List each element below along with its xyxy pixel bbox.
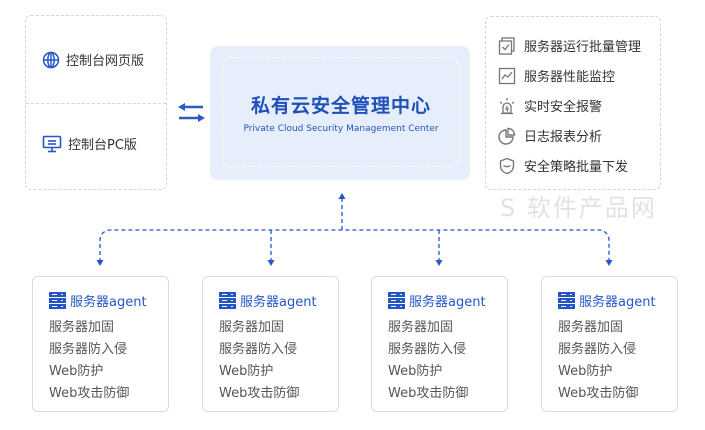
agent-title: 服务器agent bbox=[219, 291, 317, 310]
agent-feature: 服务器防入侵 bbox=[219, 342, 298, 357]
server-icon bbox=[388, 292, 405, 309]
agent-feature: Web防护 bbox=[49, 364, 104, 379]
arrow-down-icon bbox=[435, 260, 443, 266]
checklist-icon bbox=[498, 36, 515, 55]
feature-panel: 服务器运行批量管理 服务器性能监控 实时安全报警 日志报表分析 安全策略批量下发 bbox=[485, 16, 661, 190]
agent-title-label: 服务器agent bbox=[70, 295, 147, 310]
feature-item: 安全策略批量下发 bbox=[498, 156, 628, 175]
agent-title: 服务器agent bbox=[558, 291, 656, 310]
globe-icon bbox=[42, 51, 60, 68]
server-icon bbox=[49, 292, 66, 309]
agent-card: 服务器agent 服务器加固服务器防入侵 Web防护 Web攻击防御 bbox=[541, 276, 678, 412]
agent-feature: Web防护 bbox=[388, 364, 443, 379]
feature-item: 实时安全报警 bbox=[498, 96, 602, 115]
agent-feature: Web攻击防御 bbox=[558, 386, 639, 401]
agent-feature: 服务器防入侵 bbox=[558, 342, 637, 357]
shield-icon bbox=[499, 157, 515, 174]
monitor-icon bbox=[42, 135, 62, 152]
feature-label: 实时安全报警 bbox=[524, 100, 603, 115]
feature-label: 服务器运行批量管理 bbox=[524, 40, 642, 55]
center-title: 私有云安全管理中心 bbox=[250, 94, 431, 117]
bidirectional-arrow-icon bbox=[178, 103, 205, 122]
agent-card: 服务器agent 服务器加固服务器防入侵 Web防护 Web攻击防御 bbox=[371, 276, 508, 412]
agent-title: 服务器agent bbox=[388, 291, 486, 310]
client-label: 控制台网页版 bbox=[66, 54, 145, 69]
client-web: 控制台网页版 bbox=[42, 50, 144, 69]
client-label: 控制台PC版 bbox=[68, 138, 137, 153]
agent-card: 服务器agent 服务器加固服务器防入侵 Web防护 Web攻击防御 bbox=[202, 276, 339, 412]
agent-feature: 服务器防入侵 bbox=[49, 342, 128, 357]
agent-feature: Web防护 bbox=[219, 364, 274, 379]
pie-chart-icon bbox=[498, 127, 516, 145]
agent-feature: 服务器加固 bbox=[219, 320, 285, 335]
client-panel: 控制台网页版 控制台PC版 bbox=[25, 15, 167, 190]
alarm-icon bbox=[499, 97, 515, 114]
agent-feature: Web攻击防御 bbox=[49, 386, 130, 401]
client-pc: 控制台PC版 bbox=[42, 134, 137, 153]
feature-item: 日志报表分析 bbox=[498, 126, 602, 145]
feature-label: 服务器性能监控 bbox=[524, 70, 616, 85]
arrow-down-icon bbox=[96, 260, 104, 266]
agent-feature: Web攻击防御 bbox=[219, 386, 300, 401]
agent-title-label: 服务器agent bbox=[240, 295, 317, 310]
feature-label: 安全策略批量下发 bbox=[524, 160, 629, 175]
agent-title-label: 服务器agent bbox=[579, 295, 656, 310]
agent-title-label: 服务器agent bbox=[409, 295, 486, 310]
bus-line bbox=[99, 229, 610, 262]
divider bbox=[26, 103, 166, 104]
agent-feature: Web攻击防御 bbox=[388, 386, 469, 401]
agent-feature: 服务器加固 bbox=[49, 320, 115, 335]
feature-item: 服务器性能监控 bbox=[498, 66, 615, 85]
management-center: 私有云安全管理中心 Private Cloud Security Managem… bbox=[210, 46, 470, 180]
arrow-down-icon bbox=[267, 260, 275, 266]
feature-label: 日志报表分析 bbox=[524, 130, 603, 145]
watermark: S 软件产品网 bbox=[500, 194, 657, 222]
chart-icon bbox=[498, 67, 516, 84]
server-icon bbox=[558, 292, 575, 309]
agent-title: 服务器agent bbox=[49, 291, 147, 310]
center-subtitle: Private Cloud Security Management Center bbox=[243, 123, 439, 134]
server-icon bbox=[219, 292, 236, 309]
feature-item: 服务器运行批量管理 bbox=[498, 36, 641, 55]
arrow-down-icon bbox=[605, 260, 613, 266]
agent-feature: 服务器防入侵 bbox=[388, 342, 467, 357]
agent-feature: 服务器加固 bbox=[558, 320, 624, 335]
agent-feature: Web防护 bbox=[558, 364, 613, 379]
agent-card: 服务器agent 服务器加固服务器防入侵 Web防护 Web攻击防御 bbox=[32, 276, 169, 412]
agent-feature: 服务器加固 bbox=[388, 320, 454, 335]
arrow-up-icon bbox=[338, 193, 346, 199]
